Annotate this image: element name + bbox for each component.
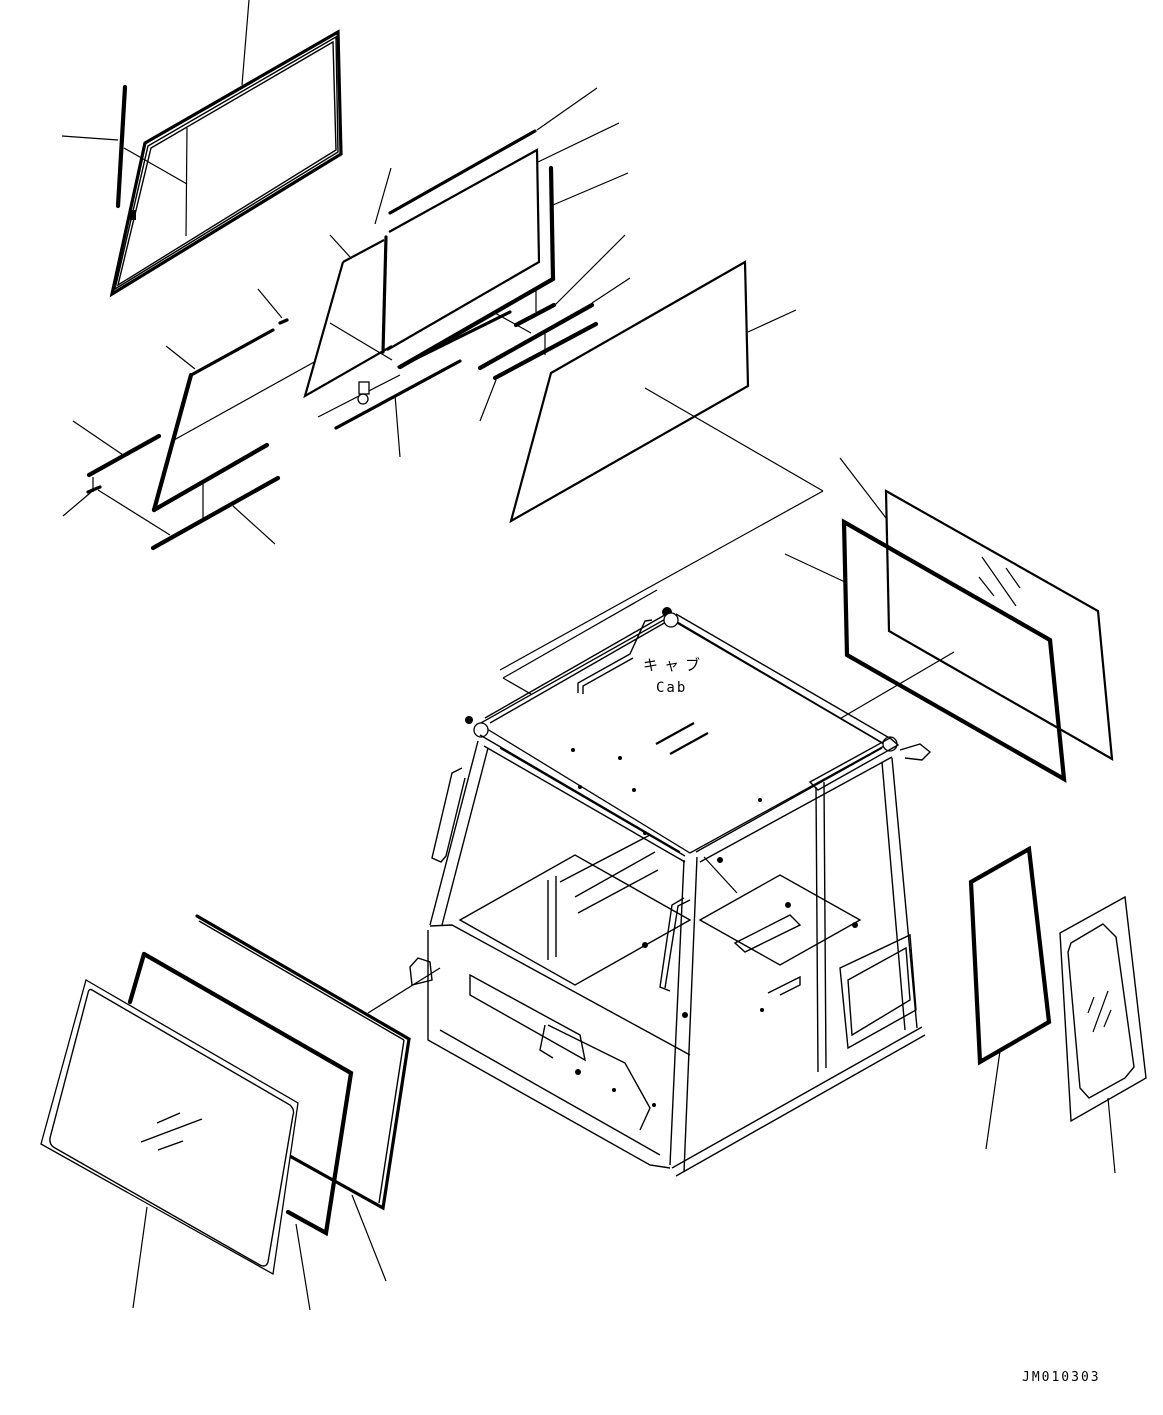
door-side-glass	[499, 260, 824, 671]
rear-upper-window-frame	[61, 0, 343, 298]
door-upper-glass-assembly	[303, 87, 631, 458]
cab-frame	[367, 589, 932, 1177]
cab-label-english: Cab	[656, 680, 688, 696]
front-glass-set	[40, 914, 411, 1311]
door-lower-glass-assembly	[62, 288, 317, 551]
rear-side-glass-pair	[968, 845, 1147, 1174]
cab-label-japanese: キャブ	[643, 656, 707, 674]
drawing-code: JM010303	[1022, 1370, 1101, 1385]
